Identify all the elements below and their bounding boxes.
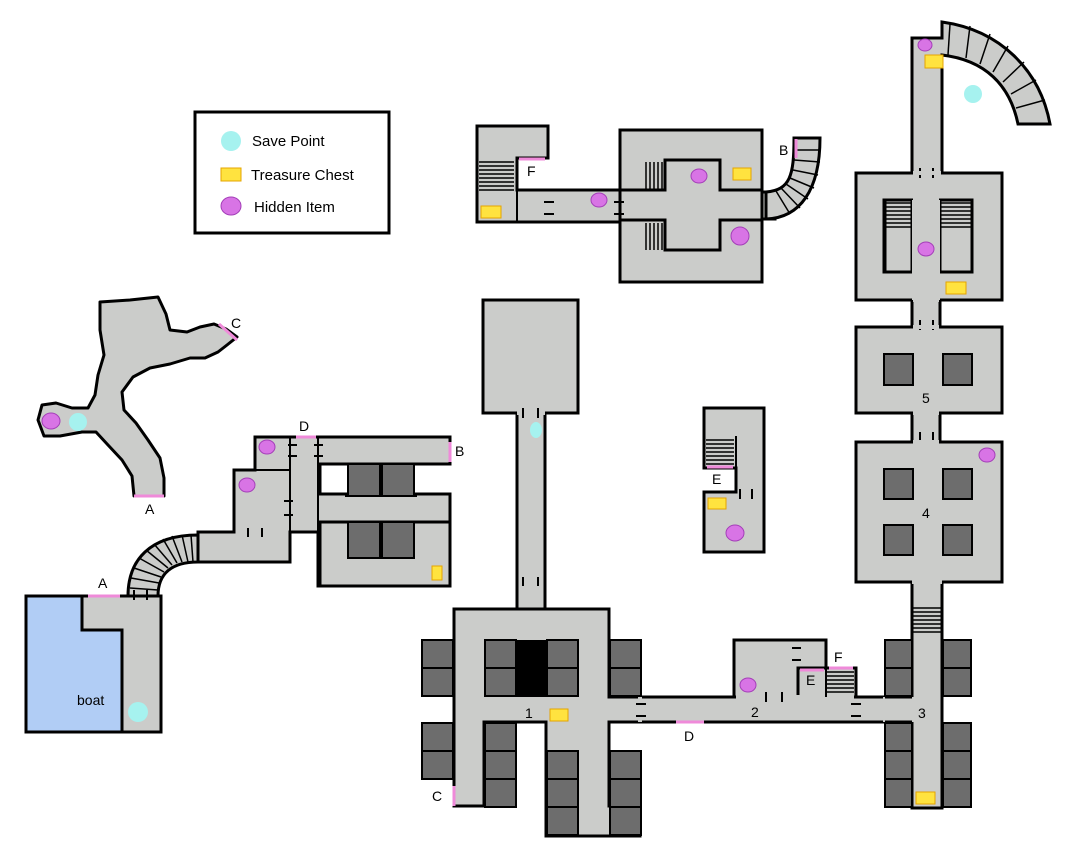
main-hall-exit-c-label: C [432, 788, 442, 804]
north-curved-stairs [775, 149, 821, 215]
room-number-3: 3 [918, 705, 926, 721]
upper-room-stairs [885, 202, 971, 228]
north-exit-f-label: F [527, 163, 536, 179]
legend-save-point-icon [221, 131, 241, 151]
cave-exit-c-label: C [231, 315, 241, 331]
small-room-hidden-item-icon [725, 524, 745, 542]
room-4-hidden-item-icon [978, 447, 996, 463]
legend: Save Point Treasure Chest Hidden Item [193, 110, 391, 235]
cave-hidden-item-icon [41, 412, 61, 430]
north-stairs-left [479, 161, 514, 191]
lab-hidden-item-icon-2 [238, 477, 256, 493]
legend-treasure-chest-label: Treasure Chest [251, 167, 355, 184]
dock-area: boat A [24, 533, 200, 734]
north-hidden-item-icon-1 [590, 192, 608, 208]
legend-hidden-item-icon [220, 196, 242, 216]
lab-area: D B [196, 418, 464, 588]
north-hidden-item-icon-2 [690, 168, 708, 184]
main-hall-pillars [421, 639, 642, 836]
upper-room-hidden-item-icon [917, 241, 935, 257]
east-corridor-stairs [826, 671, 854, 693]
corridor-hidden-item-icon [739, 677, 757, 693]
room-number-1: 1 [525, 705, 533, 721]
top-treasure-chest-icon [924, 54, 944, 69]
room-number-4: 4 [922, 505, 930, 521]
main-hall-treasure-chest-icon [549, 708, 569, 722]
east-tower: 3 4 5 [854, 20, 1052, 810]
small-room-treasure-chest-icon [707, 497, 727, 510]
cave-exit-c [218, 322, 238, 342]
corridor-exit-e-label: E [806, 672, 815, 688]
room-5-pillars [883, 353, 973, 386]
dock-curved-stairs [129, 534, 194, 591]
east-corridor-doors [636, 647, 861, 717]
main-hall: 1 C [421, 607, 642, 838]
lab-exit-d-label: D [299, 418, 309, 434]
north-doors [544, 201, 624, 215]
room-3-pillars [884, 639, 972, 808]
cave-area: C A [36, 295, 241, 517]
lab-doors [247, 444, 323, 537]
north-treasure-chest-icon-1 [480, 205, 502, 219]
lab-exit-b-label: B [455, 443, 464, 459]
room-3-stairs [913, 607, 941, 633]
north-hidden-item-icon-3 [730, 226, 750, 246]
legend-hidden-item-label: Hidden Item [254, 199, 335, 216]
lab-treasure-chest-icon [431, 565, 443, 581]
small-room-exit-e-label: E [712, 471, 721, 487]
north-stairs-upper [645, 162, 663, 189]
north-exit-b-label: B [779, 142, 788, 158]
room-4-pillars [883, 468, 973, 556]
north-stairs-lower [645, 223, 663, 250]
legend-save-point-label: Save Point [252, 133, 325, 150]
cave-exit-a-label: A [145, 501, 155, 517]
top-curved-stairs [947, 23, 1046, 109]
top-save-point-icon [964, 85, 982, 103]
upper-room-treasure-chest-icon [945, 281, 967, 295]
boat-label: boat [77, 692, 104, 708]
room-number-2: 2 [751, 704, 759, 720]
room-number-5: 5 [922, 390, 930, 406]
center-tower [481, 298, 580, 613]
legend-treasure-chest-icon [220, 167, 242, 182]
east-corridor: E F D 2 [636, 638, 887, 744]
top-hidden-item-icon [917, 38, 933, 52]
north-treasure-chest-icon-2 [732, 167, 752, 181]
room-3-treasure-chest-icon [915, 791, 936, 805]
lab-pillars [347, 463, 415, 559]
north-area: B F [475, 124, 822, 284]
corridor-exit-f-label: F [834, 649, 843, 665]
cave-save-point-icon [69, 413, 87, 431]
small-room-e: E [702, 406, 766, 554]
corridor-exit-d-label: D [684, 728, 694, 744]
small-room-stairs [706, 439, 734, 465]
dock-exit-a-label: A [98, 575, 108, 591]
lab-hidden-item-icon-1 [258, 439, 276, 455]
tower-save-point-icon [530, 422, 542, 438]
dock-save-point-icon [128, 702, 148, 722]
